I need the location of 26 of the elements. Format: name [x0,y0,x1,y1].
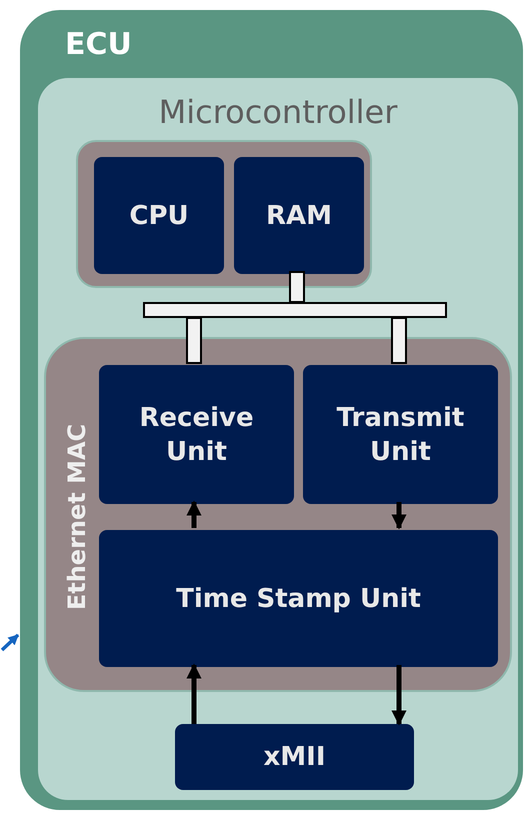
ecu-title: ECU [65,30,132,60]
panel-title: Microcontroller [158,96,398,128]
cpu-ram-group [76,140,372,288]
unit-box [99,530,498,667]
unit-box [303,365,498,504]
bus-connector [391,317,407,364]
arrow [392,665,406,726]
arrow [0,634,20,652]
unit-box [234,157,364,274]
unit-label: Receive Unit [138,402,255,468]
unit-box [94,157,224,274]
arrow [392,502,406,530]
arrow [186,664,202,724]
ethernet-mac-panel [44,337,512,692]
bus-connector [186,317,202,364]
bus-connector [289,271,305,303]
unit-label: Time Stamp Unit [175,582,422,616]
panel-title: Ethernet MAC [65,424,89,610]
unit-box [99,365,294,504]
unit-box [175,724,414,790]
unit-label: xMII [262,741,326,774]
unit-label: Transmit Unit [336,402,466,468]
bus-bar [143,302,447,318]
arrow [186,500,202,528]
unit-label: RAM [264,200,333,232]
unit-label: CPU [128,200,190,232]
